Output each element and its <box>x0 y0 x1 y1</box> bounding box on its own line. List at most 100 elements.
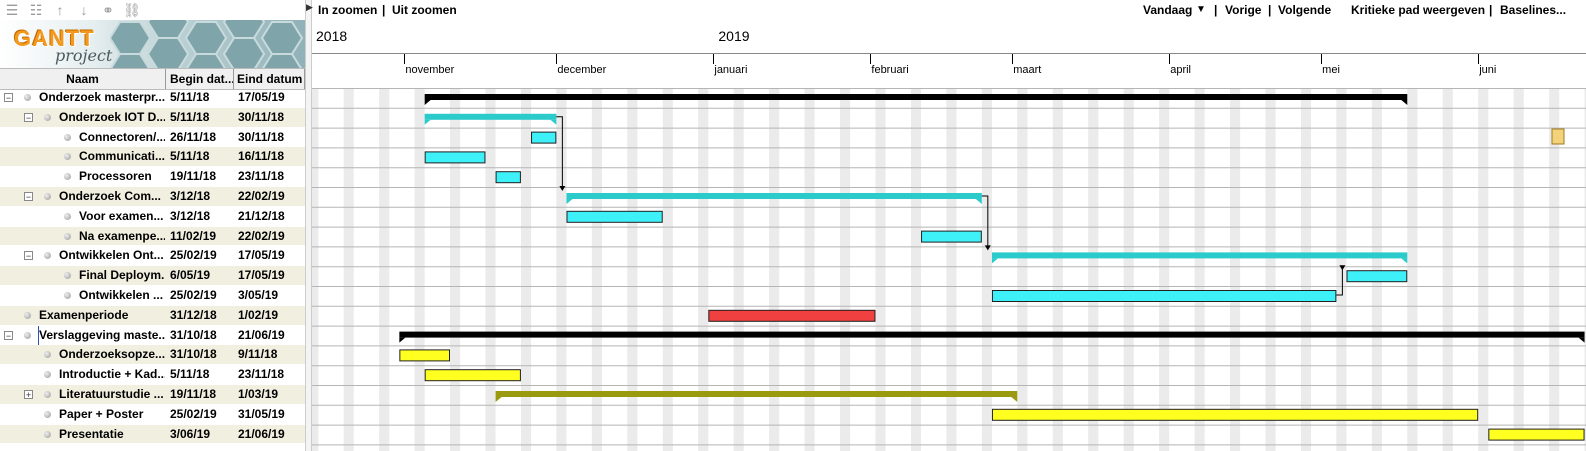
task-row[interactable]: Paper + Poster 25/02/19 31/05/19 <box>0 405 305 425</box>
task-name-cell[interactable]: Na examenpe... <box>0 227 165 247</box>
task-row[interactable]: Introductie + Kad... 5/11/18 23/11/18 <box>0 365 305 385</box>
task-begin-date[interactable]: 31/12/18 <box>170 307 217 322</box>
today-button[interactable]: Vandaag <box>1143 3 1193 17</box>
task-name-cell[interactable]: −Onderzoek Com... <box>0 187 165 207</box>
task-end-date[interactable]: 23/11/18 <box>238 169 285 184</box>
collapse-icon[interactable]: − <box>24 191 33 202</box>
task-name-cell[interactable]: −Onderzoek IOT D... <box>0 108 165 128</box>
task-name-cell[interactable]: Final Deploym... <box>0 266 165 286</box>
task-begin-date[interactable]: 26/11/18 <box>170 129 217 144</box>
collapse-icon[interactable]: − <box>24 112 33 123</box>
task-name-cell[interactable]: −Verslaggeving maste... <box>0 325 165 346</box>
collapse-arrow-icon[interactable]: ▶ <box>306 2 313 12</box>
task-name-cell[interactable]: −Onderzoek masterpr... <box>0 88 165 108</box>
task-row[interactable]: −Onderzoek Com... 3/12/18 22/02/19 <box>0 186 305 207</box>
task-end-date[interactable]: 22/02/19 <box>238 228 285 243</box>
task-name-cell[interactable]: Presentatie <box>0 425 165 445</box>
task-begin-date[interactable]: 19/11/18 <box>170 169 217 184</box>
next-button[interactable]: Volgende <box>1278 3 1332 17</box>
task-name-cell[interactable]: Onderzoeksopze... <box>0 345 165 365</box>
task-row[interactable]: Presentatie 3/06/19 21/06/19 <box>0 424 305 445</box>
column-header-end[interactable]: Eind datum <box>234 69 305 89</box>
task-name-cell[interactable]: Communicati... <box>0 147 165 167</box>
move-up-icon[interactable]: ↑ <box>56 2 64 18</box>
collapse-icon[interactable]: − <box>4 330 13 341</box>
task-row[interactable]: Communicati... 5/11/18 16/11/18 <box>0 147 305 168</box>
task-row[interactable]: −Onderzoek masterpr... 5/11/18 17/05/19 <box>0 88 305 108</box>
task-end-date[interactable]: 9/11/18 <box>238 347 278 362</box>
task-row[interactable]: +Literatuurstudie ... 19/11/18 1/03/19 <box>0 384 305 405</box>
task-name-cell[interactable]: Paper + Poster <box>0 405 165 425</box>
task-begin-date[interactable]: 3/12/18 <box>170 208 211 223</box>
task-row[interactable]: Examenperiode 31/12/18 1/02/19 <box>0 305 305 326</box>
task-row[interactable]: −Onderzoek IOT D... 5/11/18 30/11/18 <box>0 107 305 128</box>
task-end-date[interactable]: 31/05/19 <box>238 406 285 421</box>
task-row[interactable]: Ontwikkelen ... 25/02/19 3/05/19 <box>0 286 305 306</box>
task-row[interactable]: Onderzoeksopze... 31/10/18 9/11/18 <box>0 345 305 366</box>
task-begin-date[interactable]: 11/02/19 <box>170 228 217 243</box>
column-header-name[interactable]: Naam <box>0 69 166 89</box>
task-end-date[interactable]: 22/02/19 <box>238 188 285 203</box>
chevron-down-icon[interactable]: ▼ <box>1196 4 1206 15</box>
critical-path-button[interactable]: Kritieke pad weergeven <box>1351 3 1486 17</box>
task-begin-date[interactable]: 5/11/18 <box>170 149 210 164</box>
task-end-date[interactable]: 17/05/19 <box>238 90 285 104</box>
collapse-icon[interactable]: − <box>24 251 33 262</box>
task-begin-date[interactable]: 25/02/19 <box>170 406 217 421</box>
task-end-date[interactable]: 3/05/19 <box>238 287 279 302</box>
move-down-icon[interactable]: ↓ <box>80 2 88 18</box>
task-row[interactable]: Voor examen... 3/12/18 21/12/18 <box>0 207 305 227</box>
indent-icon[interactable]: ☰ <box>5 1 19 18</box>
task-begin-date[interactable]: 5/11/18 <box>170 90 210 104</box>
link-icon[interactable]: ⚭ <box>102 1 114 18</box>
task-row[interactable]: Processoren 19/11/18 23/11/18 <box>0 167 305 187</box>
task-name-cell[interactable]: Connectoren/... <box>0 128 165 148</box>
task-name-cell[interactable]: Ontwikkelen ... <box>0 286 165 306</box>
task-name-cell[interactable]: +Literatuurstudie ... <box>0 385 165 405</box>
task-end-date[interactable]: 21/12/18 <box>238 208 285 223</box>
task-row[interactable]: Final Deploym... 6/05/19 17/05/19 <box>0 266 305 286</box>
task-name-cell[interactable]: Introductie + Kad... <box>0 365 165 385</box>
task-row[interactable]: Na examenpe... 11/02/19 22/02/19 <box>0 226 305 247</box>
task-begin-date[interactable]: 25/02/19 <box>170 287 217 302</box>
task-end-date[interactable]: 30/11/18 <box>238 129 285 144</box>
previous-button[interactable]: Vorige <box>1225 3 1262 17</box>
task-begin-date[interactable]: 6/05/19 <box>170 268 211 283</box>
gantt-chart-area[interactable] <box>312 88 1586 451</box>
task-end-date[interactable]: 21/06/19 <box>238 327 285 342</box>
task-begin-date[interactable]: 3/06/19 <box>170 426 211 441</box>
zoom-out-button[interactable]: Uit zoomen <box>392 3 457 17</box>
task-begin-date[interactable]: 3/12/18 <box>170 188 211 203</box>
task-row[interactable]: −Verslaggeving maste... 31/10/18 21/06/19 <box>0 325 305 346</box>
task-name-cell[interactable]: Processoren <box>0 167 165 187</box>
baselines-button[interactable]: Baselines... <box>1500 3 1567 17</box>
expand-icon[interactable]: + <box>24 389 33 400</box>
task-begin-date[interactable]: 31/10/18 <box>170 327 217 342</box>
task-end-date[interactable]: 30/11/18 <box>238 109 285 124</box>
task-end-date[interactable]: 21/06/19 <box>238 426 285 441</box>
collapse-icon[interactable]: − <box>4 93 13 103</box>
task-end-date[interactable]: 17/05/19 <box>238 268 285 283</box>
task-end-date[interactable]: 16/11/18 <box>238 149 285 164</box>
task-end-date[interactable]: 1/03/19 <box>238 386 279 401</box>
task-name-cell[interactable]: Voor examen... <box>0 207 165 227</box>
task-name: Final Deploym... <box>79 268 165 283</box>
task-end-date[interactable]: 23/11/18 <box>238 367 285 382</box>
column-header-begin[interactable]: Begin dat... <box>166 69 234 89</box>
zoom-in-button[interactable]: In zoomen <box>318 3 378 17</box>
task-row[interactable]: −Ontwikkelen Ont... 25/02/19 17/05/19 <box>0 246 305 267</box>
unlink-icon[interactable]: ⛓ <box>123 1 141 18</box>
outdent-icon[interactable]: ☷ <box>29 1 43 18</box>
panel-splitter[interactable]: ▶ <box>305 0 313 451</box>
task-row[interactable]: Connectoren/... 26/11/18 30/11/18 <box>0 128 305 148</box>
task-begin-date[interactable]: 19/11/18 <box>170 386 217 401</box>
task-end-date[interactable]: 17/05/19 <box>238 248 285 263</box>
task-end-date[interactable]: 1/02/19 <box>238 307 279 322</box>
task-begin-date[interactable]: 5/11/18 <box>170 367 210 382</box>
task-name-cell[interactable]: −Ontwikkelen Ont... <box>0 246 165 266</box>
task-begin-date[interactable]: 31/10/18 <box>170 347 217 362</box>
task-name-cell[interactable]: Examenperiode <box>0 306 165 326</box>
task-begin-date[interactable]: 25/02/19 <box>170 248 217 263</box>
task-begin-date[interactable]: 5/11/18 <box>170 109 210 124</box>
